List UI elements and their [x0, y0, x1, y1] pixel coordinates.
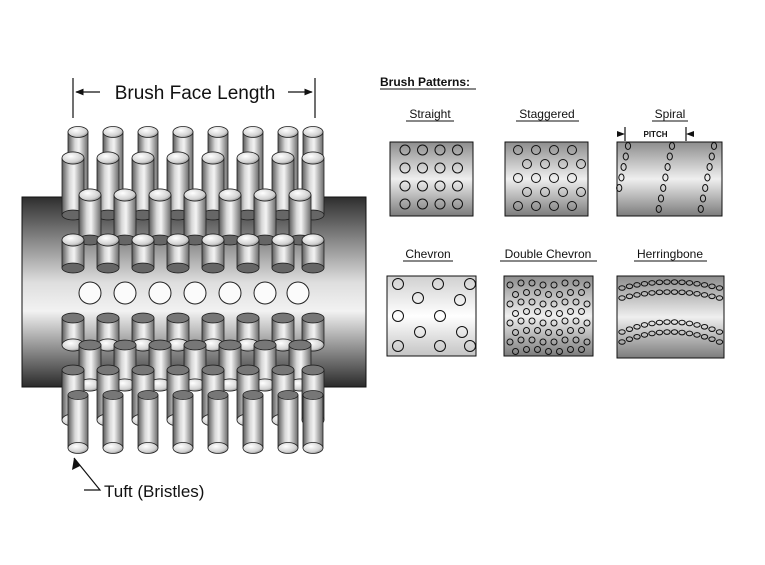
tuft-top-3-3 — [183, 188, 207, 246]
pattern-sample-spiral — [616, 141, 723, 217]
tuft-leader-line — [73, 457, 102, 491]
tuft-top-front-2 — [131, 233, 155, 274]
tuft-top-front-3 — [166, 233, 190, 274]
tuft-top-3-1 — [113, 188, 137, 246]
pattern-sample-straight — [389, 141, 474, 217]
patterns-heading: Brush Patterns: — [380, 75, 470, 89]
tuft-bot-front-0 — [61, 312, 85, 352]
tuft-bot-3-5 — [253, 339, 277, 392]
pattern-label-double-chevron: Double Chevron — [505, 247, 592, 261]
tuft-top-front-7 — [301, 233, 325, 274]
patterns-heading-group: Brush Patterns: — [380, 75, 476, 90]
pitch-label: PITCH — [644, 130, 668, 139]
tuft-top-2-0 — [61, 151, 85, 221]
tuft-bot-back-6 — [277, 390, 299, 454]
tuft-center-4 — [218, 281, 242, 305]
tuft-top-2-2 — [131, 151, 155, 221]
tuft-top-front-5 — [236, 233, 260, 274]
tuft-center-1 — [113, 281, 137, 305]
tuft-top-2-3 — [166, 151, 190, 221]
pattern-label-staggered: Staggered — [519, 107, 574, 121]
tuft-top-front-1 — [96, 233, 120, 274]
tuft-top-front-0 — [61, 233, 85, 274]
tuft-top-3-5 — [253, 188, 277, 246]
pattern-labels: Straight Staggered Spiral Chevron Double… — [403, 107, 707, 262]
tuft-bot-front-5 — [236, 312, 260, 352]
tuft-bot-back-1 — [102, 390, 124, 454]
tuft-bot-3-0 — [78, 339, 102, 392]
tuft-bot-back-2 — [137, 390, 159, 454]
tuft-bot-3-3 — [183, 339, 207, 392]
tuft-bot-front-3 — [166, 312, 190, 352]
pattern-label-spiral: Spiral — [655, 107, 686, 121]
tuft-center-3 — [183, 281, 207, 305]
tuft-bot-back-5 — [242, 390, 264, 454]
tuft-bot-3-4 — [218, 339, 242, 392]
tuft-top-3-0 — [78, 188, 102, 246]
tuft-top-2-6 — [271, 151, 295, 221]
tuft-top-2-5 — [236, 151, 260, 221]
tuft-bot-back-0 — [67, 390, 89, 454]
tuft-top-3-2 — [148, 188, 172, 246]
face-length-dimension: Brush Face Length — [72, 78, 316, 118]
pattern-sample-staggered — [504, 141, 589, 217]
tuft-bot-back-7 — [302, 390, 324, 454]
tuft-top-2-1 — [96, 151, 120, 221]
pattern-label-straight: Straight — [409, 107, 451, 121]
tuft-center-6 — [286, 281, 310, 305]
tuft-callout: Tuft (Bristles) — [72, 457, 204, 501]
pattern-sample-double-chevron — [503, 275, 594, 357]
tuft-bot-front-4 — [201, 312, 225, 352]
tuft-bot-3-1 — [113, 339, 137, 392]
tuft-bot-back-4 — [207, 390, 229, 454]
tuft-top-3-4 — [218, 188, 242, 246]
tuft-top-front-6 — [271, 233, 295, 274]
pitch-arrow-left — [617, 131, 625, 137]
tuft-bot-front-1 — [96, 312, 120, 352]
tuft-leader-arrow — [72, 458, 80, 470]
bristle-tufts — [61, 126, 325, 454]
tuft-center-5 — [253, 281, 277, 305]
pitch-arrow-right — [686, 131, 694, 137]
pitch-annotation: PITCH — [617, 127, 694, 141]
face-length-label: Brush Face Length — [115, 83, 276, 104]
pattern-sample-herringbone — [616, 275, 725, 359]
tuft-center-2 — [148, 281, 172, 305]
pattern-sample-chevron — [386, 275, 477, 357]
pattern-samples — [386, 141, 725, 359]
tuft-label: Tuft (Bristles) — [104, 482, 204, 501]
tuft-top-front-4 — [201, 233, 225, 274]
pattern-label-herringbone: Herringbone — [637, 247, 703, 261]
tuft-center-0 — [78, 281, 102, 305]
tuft-bot-front-6 — [271, 312, 295, 352]
pattern-label-chevron: Chevron — [405, 247, 450, 261]
tuft-top-2-4 — [201, 151, 225, 221]
tuft-bot-3-2 — [148, 339, 172, 392]
tuft-bot-back-3 — [172, 390, 194, 454]
